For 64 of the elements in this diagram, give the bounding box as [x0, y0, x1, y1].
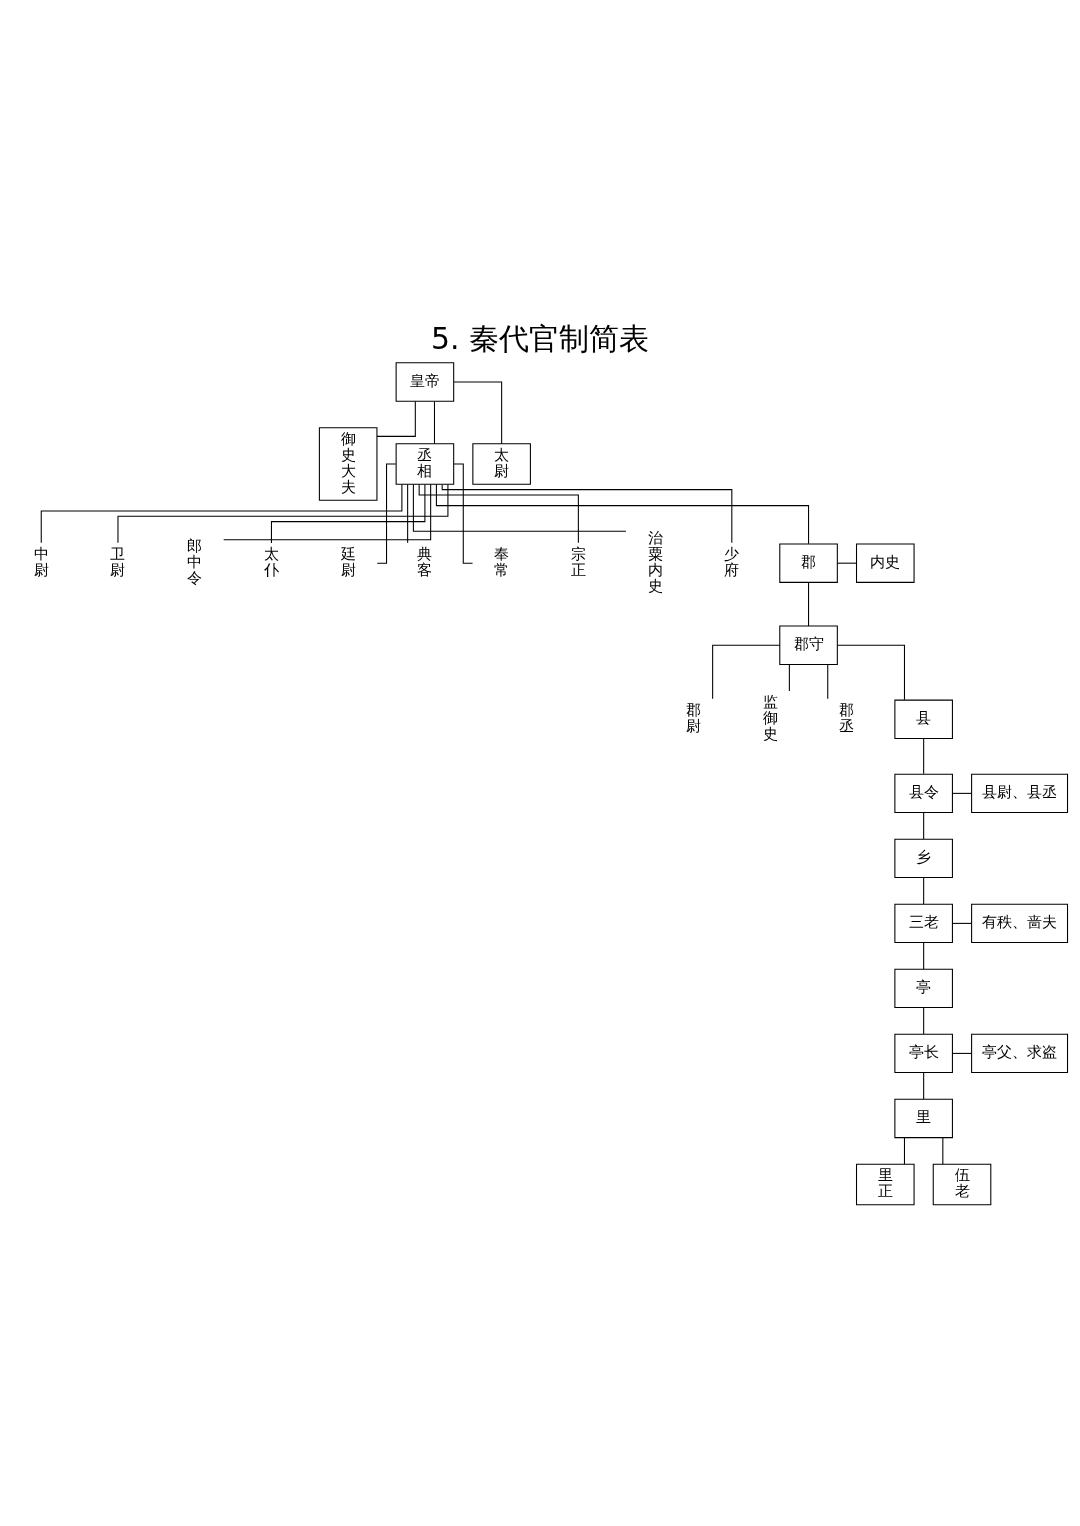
node-box: 郡 — [779, 543, 838, 583]
connector — [418, 483, 579, 544]
node-text: 太仆 — [263, 545, 279, 580]
node-box: 三老 — [894, 903, 953, 944]
node-box: 丞相 — [395, 443, 455, 485]
connector — [951, 1052, 972, 1054]
connector — [453, 381, 503, 445]
connector — [808, 582, 810, 627]
node-box: 亭父、求盗 — [971, 1033, 1069, 1074]
connector — [117, 483, 449, 544]
node-text: 典客 — [417, 545, 433, 580]
node-box: 太尉 — [472, 443, 531, 485]
connector — [923, 1007, 925, 1035]
node-box: 县令 — [894, 773, 953, 814]
diagram-title: 5. 秦代官制简表 — [431, 321, 649, 357]
node-box: 郡守 — [779, 625, 838, 665]
node-text: 监御史 — [762, 693, 778, 744]
node-text: 卫尉 — [110, 545, 126, 580]
node-text: 郡尉 — [685, 701, 701, 736]
connector — [923, 1072, 925, 1100]
connector — [412, 484, 627, 532]
node-text: 宗正 — [570, 545, 586, 580]
connector — [376, 463, 397, 564]
node-box: 有秩、啬夫 — [971, 903, 1069, 944]
node-text: 郡丞 — [839, 701, 855, 736]
connector — [942, 1137, 944, 1165]
node-box: 县尉、县丞 — [971, 773, 1069, 814]
node-box: 亭长 — [894, 1033, 953, 1074]
node-box: 亭 — [894, 968, 953, 1009]
node-box: 御史大夫 — [318, 427, 378, 501]
connector — [951, 792, 972, 794]
node-box: 内史 — [856, 543, 915, 583]
node-text: 中尉 — [33, 545, 49, 580]
connector — [40, 483, 403, 544]
connector — [951, 922, 972, 924]
connector — [903, 1137, 905, 1165]
connector — [435, 483, 810, 545]
connector — [376, 400, 416, 437]
connector — [827, 664, 829, 700]
node-box: 里 — [894, 1098, 953, 1139]
node-box: 伍老 — [932, 1163, 992, 1206]
connector — [453, 463, 474, 564]
node-box: 县 — [894, 699, 953, 740]
connector — [923, 942, 925, 970]
connector — [923, 812, 925, 840]
connector — [441, 484, 733, 544]
node-text: 少府 — [724, 545, 740, 580]
node-text: 治粟内史 — [647, 529, 663, 596]
node-text: 奉常 — [494, 545, 510, 580]
connector — [836, 644, 905, 701]
connector — [433, 400, 436, 445]
connector — [223, 483, 432, 541]
connector — [407, 484, 409, 544]
node-box: 里正 — [856, 1163, 915, 1206]
connector — [270, 484, 426, 544]
node-box: 皇帝 — [395, 362, 455, 402]
connector — [923, 877, 925, 905]
node-text: 郎中令 — [187, 537, 203, 588]
connector — [837, 562, 857, 564]
node-box: 乡 — [894, 838, 953, 879]
connector — [712, 644, 781, 700]
node-text: 廷尉 — [340, 545, 356, 580]
connector — [788, 664, 790, 692]
connector — [923, 738, 925, 775]
